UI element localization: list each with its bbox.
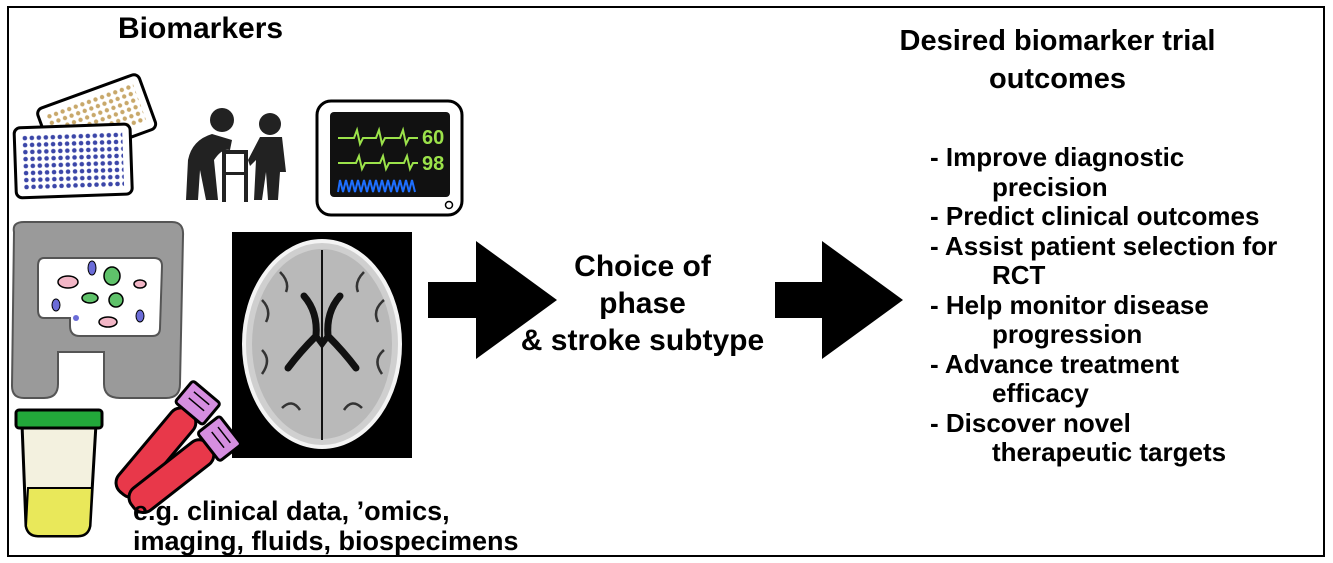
outcomes-list: - Improve diagnostic precision - Predict… — [930, 142, 1278, 468]
outcome-continuation: RCT — [992, 260, 1046, 290]
desired-outcomes-title: Desired biomarker trial outcomes — [880, 22, 1235, 98]
outcome-text: - Predict clinical outcomes — [930, 201, 1260, 231]
outcome-item: - Improve diagnostic precision — [930, 142, 1277, 202]
figure-border — [7, 6, 1325, 557]
gut-microbiome-icon — [10, 221, 185, 399]
outcome-continuation: progression — [992, 319, 1143, 349]
urine-sample-cup-icon — [14, 408, 104, 538]
label-line: & stroke subtype — [520, 324, 765, 357]
right-arrow-icon — [428, 241, 557, 359]
right-arrow-icon — [775, 241, 903, 359]
caption-line: imaging, fluids, biospecimens — [133, 526, 519, 556]
phase-subtype-label: Choice of phase & stroke subtype — [515, 248, 770, 359]
outcome-item: - Help monitor disease progression — [930, 289, 1277, 350]
outcome-continuation: efficacy — [992, 378, 1089, 408]
outcome-text: - Advance treatment — [930, 348, 1179, 379]
outcome-text: - Assist patient selection for — [930, 230, 1278, 261]
biomarkers-title: Biomarkers — [118, 12, 284, 45]
blood-tubes-icon — [114, 380, 242, 515]
outcome-text: - Discover novel — [930, 407, 1131, 438]
caption-line: e.g. clinical data, ’omics, — [133, 496, 450, 526]
outcome-item: - Discover novel therapeutic targets — [930, 407, 1277, 468]
biomarker-examples-caption: e.g. clinical data, ’omics, imaging, flu… — [133, 496, 519, 556]
label-line: Choice of — [574, 250, 711, 283]
label-line: phase — [599, 287, 686, 320]
outcome-text: - Improve diagnostic — [930, 142, 1185, 172]
monitor-reading-spo2: 98 — [422, 153, 444, 175]
monitor-reading-hr: 60 — [422, 127, 444, 149]
outcome-item: - Assist patient selection for RCT — [930, 230, 1278, 291]
walking-frame-patient-icon — [186, 108, 286, 202]
outcome-item: - Advance treatment efficacy — [930, 348, 1277, 409]
title-line: outcomes — [989, 63, 1126, 95]
title-line: Desired biomarker trial — [899, 25, 1216, 57]
outcome-item: - Predict clinical outcomes — [930, 201, 1277, 232]
vital-signs-monitor-icon: 60 98 — [315, 99, 464, 217]
brain-ct-scan-icon — [232, 232, 412, 458]
outcome-continuation: precision — [992, 171, 1108, 202]
outcome-continuation: therapeutic targets — [992, 437, 1227, 467]
well-plate-icon — [12, 73, 158, 200]
outcome-text: - Help monitor disease — [930, 289, 1209, 320]
